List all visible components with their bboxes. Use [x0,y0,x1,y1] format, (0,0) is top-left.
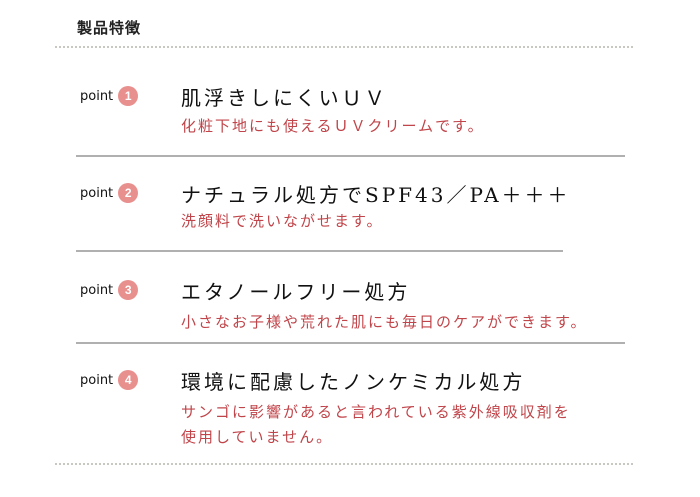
feature-description-line-2: 使用していません。 [181,428,334,446]
point-text: point [80,185,114,201]
feature-title: 環境に配慮したノンケミカル処方 [181,370,526,394]
feature-description: 洗顔料で洗いながせます。 [181,212,384,230]
feature-description-line-1: サンゴに影響があると言われている紫外線吸収剤を [181,403,571,421]
point-number-badge: 4 [118,370,139,390]
section-heading: 製品特徴 [77,19,142,37]
feature-title: ナチュラル処方でSPF43／PA＋＋＋ [181,183,571,207]
point-number-badge: 3 [118,280,139,300]
feature-description: 小さなお子様や荒れた肌にも毎日のケアができます。 [181,313,588,331]
point-text: point [80,372,114,388]
dotted-divider-bottom [55,463,633,465]
feature-description: 化粧下地にも使えるＵＶクリームです。 [181,117,485,135]
point-label: point 4 [80,370,139,390]
point-number-badge: 1 [118,86,139,106]
point-label: point 1 [80,86,139,106]
point-text: point [80,282,114,298]
dotted-divider-top [55,46,633,48]
point-label: point 2 [80,183,139,203]
feature-title: エタノールフリー処方 [181,280,411,304]
divider-3 [76,342,625,344]
feature-title: 肌浮きしにくいＵＶ [181,86,388,110]
divider-2 [76,250,563,252]
point-label: point 3 [80,280,139,300]
point-text: point [80,88,114,104]
divider-1 [76,155,625,157]
point-number-badge: 2 [118,183,139,203]
